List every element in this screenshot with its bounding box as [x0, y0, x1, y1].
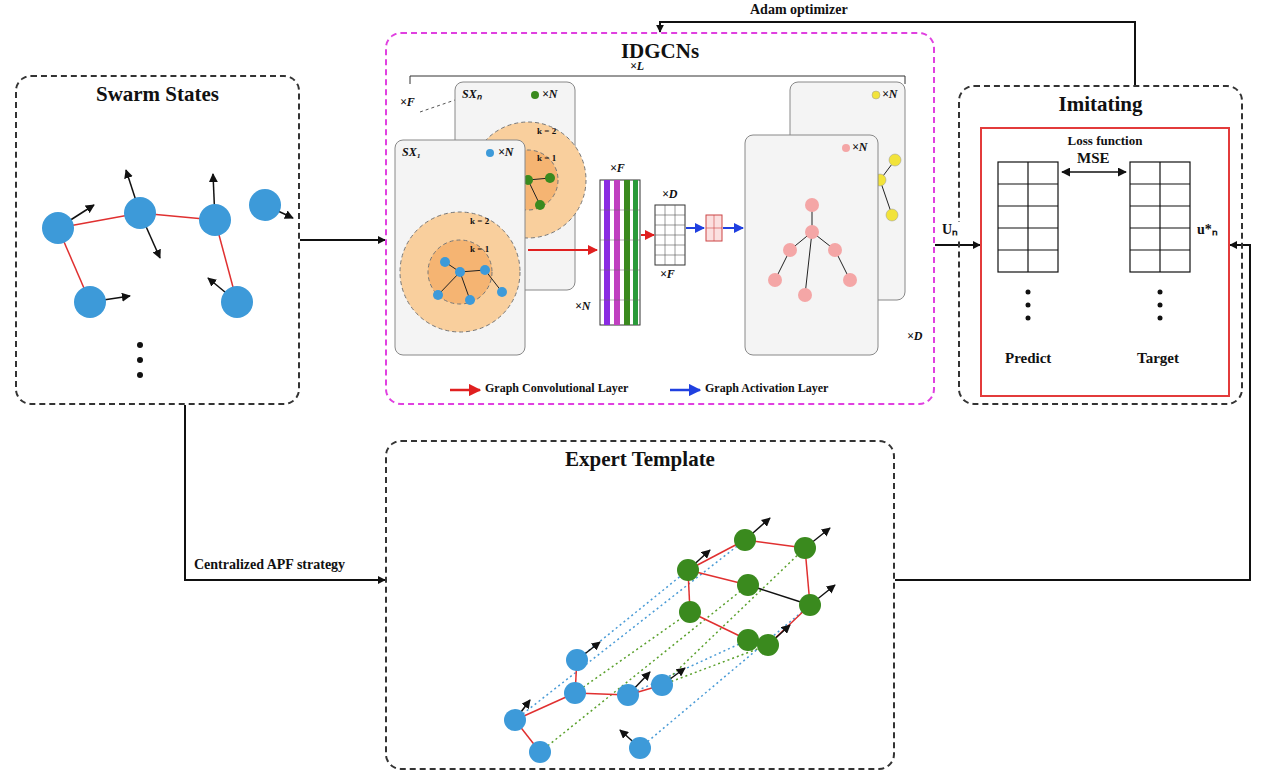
loss-grids: [998, 162, 1190, 272]
flow-arrow: [895, 245, 1250, 580]
figure-label: ×N: [882, 88, 898, 102]
template-graph: [504, 518, 835, 763]
box-heading: Swarm States: [17, 77, 298, 107]
figure-label: SX₁: [402, 146, 421, 160]
box-heading: Imitating: [960, 87, 1241, 117]
figure-label: ×N: [575, 300, 591, 314]
box-heading: Loss function: [982, 129, 1228, 149]
flow-arrow: [185, 405, 385, 580]
figure-label: SXₙ: [462, 88, 482, 102]
figure-label: MSE: [1077, 150, 1110, 167]
legend-text: Graph Convolutional Layer: [485, 382, 628, 396]
panel-box: Loss function Imitating: [958, 85, 1243, 405]
panel-box: Expert Template: [385, 440, 895, 770]
box-heading: IDGCNs: [387, 34, 933, 64]
figure-label: Predict: [1005, 350, 1051, 367]
edge-label: Uₙ: [940, 222, 960, 238]
figure-label: ×F: [400, 96, 415, 110]
figure-label: ×N: [498, 146, 514, 160]
figure-label: ×L: [630, 60, 644, 74]
edge-label: Adam optimizer: [748, 2, 850, 18]
figure-label: ×D: [907, 330, 923, 344]
figure-label: k = 1: [537, 153, 556, 163]
figure-label: ×F: [660, 268, 675, 282]
figure-label: ×D: [662, 188, 678, 202]
figure-label: k = 2: [470, 216, 489, 226]
edge-label: Centralized APF strategy: [192, 557, 347, 573]
flow-arrow: [300, 239, 385, 241]
swarm-graph: [42, 170, 293, 378]
box-heading: Expert Template: [387, 442, 893, 472]
figure-label: k = 1: [470, 244, 489, 254]
gcn-illustration: [395, 76, 905, 390]
edge-label: u*ₙ: [1195, 222, 1220, 238]
figure-label: ×N: [542, 88, 558, 102]
figure-label: ×N: [852, 141, 868, 155]
figure-label: ×F: [610, 162, 625, 176]
panel-box: Swarm States: [15, 75, 300, 405]
figure-label: k = 2: [537, 126, 556, 136]
legend-text: Graph Activation Layer: [705, 382, 828, 396]
figure-label: Target: [1137, 350, 1179, 367]
